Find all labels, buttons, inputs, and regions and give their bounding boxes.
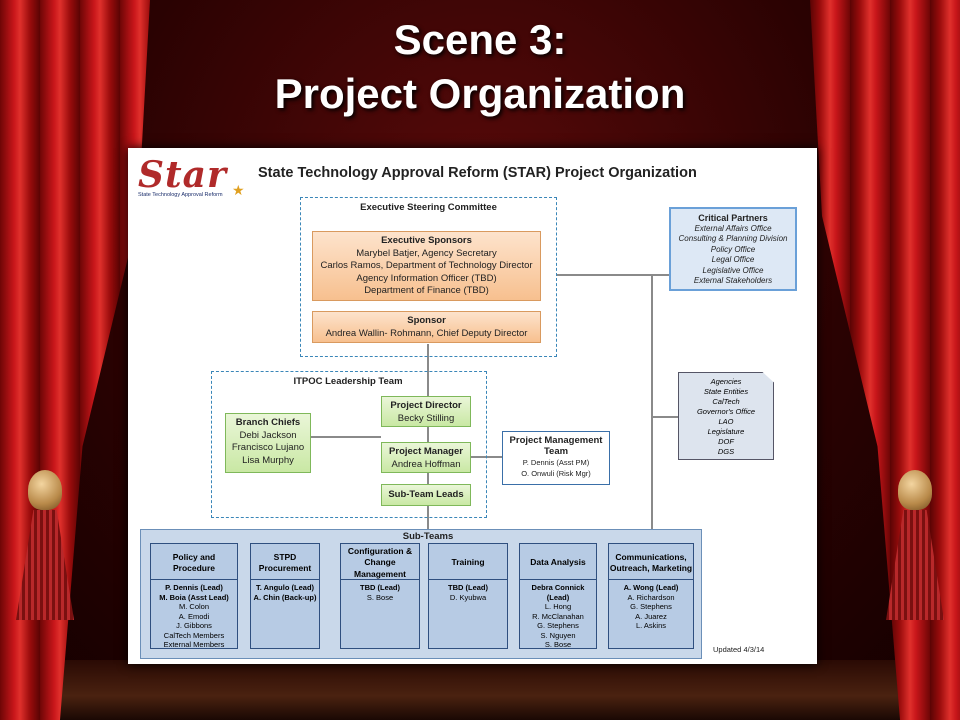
critical-partners-box: Critical Partners External Affairs Offic… (669, 207, 797, 291)
subteam-data-analysis-members: Debra Connick (Lead) L. Hong R. McClanah… (519, 579, 597, 649)
connector (651, 274, 671, 276)
critical-partner-item: Legislative Office (702, 265, 764, 275)
sub-team-leads-box: Sub-Team Leads (381, 484, 471, 506)
branch-chiefs-heading: Branch Chiefs (235, 417, 301, 428)
project-director-box: Project Director Becky Stilling (381, 396, 471, 427)
sponsor-box: Sponsor Andrea Wallin- Rohmann, Chief De… (312, 311, 541, 343)
stakeholder-item: Agencies (710, 377, 742, 386)
sub-team-leads-heading: Sub-Team Leads (388, 489, 464, 500)
project-director-name: Becky Stilling (397, 412, 455, 424)
project-manager-name: Andrea Hoffman (391, 458, 461, 470)
executive-sponsor-line: Carlos Ramos, Department of Technology D… (320, 260, 533, 271)
executive-steering-committee-label: Executive Steering Committee (360, 202, 497, 213)
slide-title-line1: Scene 3: (393, 16, 567, 63)
stakeholder-item: LAO (718, 417, 734, 426)
org-chart-panel: Star ★ State Technology Approval Reform … (128, 148, 817, 664)
stakeholder-item: CalTech (712, 397, 740, 406)
subteam-stpd-procurement-members: T. Angulo (Lead) A. Chin (Back-up) (250, 579, 320, 649)
project-manager-heading: Project Manager (389, 446, 463, 457)
sponsor-line: Andrea Wallin- Rohmann, Chief Deputy Dir… (325, 327, 528, 339)
connector (556, 274, 652, 276)
subteam-configuration-change-members: TBD (Lead) S. Bose (340, 579, 420, 649)
connector (651, 416, 679, 418)
connector (651, 274, 653, 544)
executive-sponsors-heading: Executive Sponsors (381, 235, 472, 246)
pm-team-member: O. Onwuli (Risk Mgr) (521, 469, 591, 478)
subteam-training-members: TBD (Lead) D. Kyubwa (428, 579, 508, 649)
subteam-configuration-change-title: Configuration & Change Management (340, 543, 420, 583)
connector (427, 344, 429, 530)
pm-team-member: P. Dennis (Asst PM) (522, 458, 590, 467)
branch-chief-name: Debi Jackson (239, 429, 297, 441)
itpoc-leadership-label: ITPOC Leadership Team (293, 376, 403, 387)
critical-partner-item: External Affairs Office (694, 223, 772, 233)
subteam-stpd-procurement-title: STPD Procurement (250, 543, 320, 583)
subteam-policy-procedure-title: Policy and Procedure (150, 543, 238, 583)
branch-chief-name: Lisa Murphy (242, 454, 294, 466)
chart-title: State Technology Approval Reform (STAR) … (258, 165, 697, 181)
itpoc-leadership-frame (211, 371, 487, 518)
left-tassel (10, 470, 80, 620)
executive-sponsors-box: Executive Sponsors Marybel Batjer, Agenc… (312, 231, 541, 301)
pm-team-heading: Team (543, 446, 569, 457)
project-manager-box: Project Manager Andrea Hoffman (381, 442, 471, 473)
executive-steering-committee-frame (300, 197, 557, 357)
sub-teams-label: Sub-Teams (402, 531, 454, 542)
critical-partner-item: Legal Office (711, 255, 755, 264)
critical-partner-item: Policy Office (710, 244, 756, 254)
stakeholder-item: DGS (717, 447, 735, 456)
branch-chiefs-box: Branch Chiefs Debi Jackson Francisco Luj… (225, 413, 311, 473)
subteam-training-title: Training (428, 543, 508, 583)
branch-chief-name: Francisco Lujano (231, 442, 305, 453)
subteam-policy-procedure-members: P. Dennis (Lead) M. Boia (Asst Lead) M. … (150, 579, 238, 649)
sponsor-heading: Sponsor (407, 315, 446, 326)
stakeholder-item: Legislature (707, 427, 745, 436)
executive-sponsor-line: Agency Information Officer (TBD) (356, 272, 497, 284)
slide-title: Scene 3: Project Organization (0, 14, 960, 122)
logo-mark: Star (138, 154, 227, 196)
critical-partner-item: External Stakeholders (693, 276, 773, 285)
stage-floor (0, 660, 960, 720)
executive-sponsor-line: Marybel Batjer, Agency Secretary (356, 247, 497, 259)
pm-team-heading: Project Management (509, 435, 603, 446)
star-logo: Star ★ State Technology Approval Reform (138, 156, 248, 211)
stakeholders-document: Agencies State Entities CalTech Governor… (678, 372, 774, 460)
stakeholder-item: Governor's Office (696, 407, 756, 416)
critical-partners-heading: Critical Partners (698, 213, 768, 223)
subteam-communications-members: A. Wong (Lead) A. Richardson G. Stephens… (608, 579, 694, 649)
connector (283, 436, 381, 438)
stakeholder-item: State Entities (703, 387, 749, 396)
stakeholder-item: DOF (718, 437, 734, 446)
updated-date: Updated 4/3/14 (713, 645, 765, 654)
subteam-communications-title: Communications, Outreach, Marketing (608, 543, 694, 583)
project-management-team-box: Project Management Team P. Dennis (Asst … (502, 431, 610, 485)
star-icon: ★ (232, 182, 245, 198)
logo-tagline: State Technology Approval Reform (138, 192, 223, 198)
executive-sponsor-line: Department of Finance (TBD) (364, 285, 489, 296)
project-director-heading: Project Director (390, 400, 462, 411)
subteam-data-analysis-title: Data Analysis (519, 543, 597, 583)
critical-partner-item: Consulting & Planning Division (678, 234, 788, 243)
right-tassel (880, 470, 950, 620)
slide-title-line2: Project Organization (274, 70, 686, 117)
